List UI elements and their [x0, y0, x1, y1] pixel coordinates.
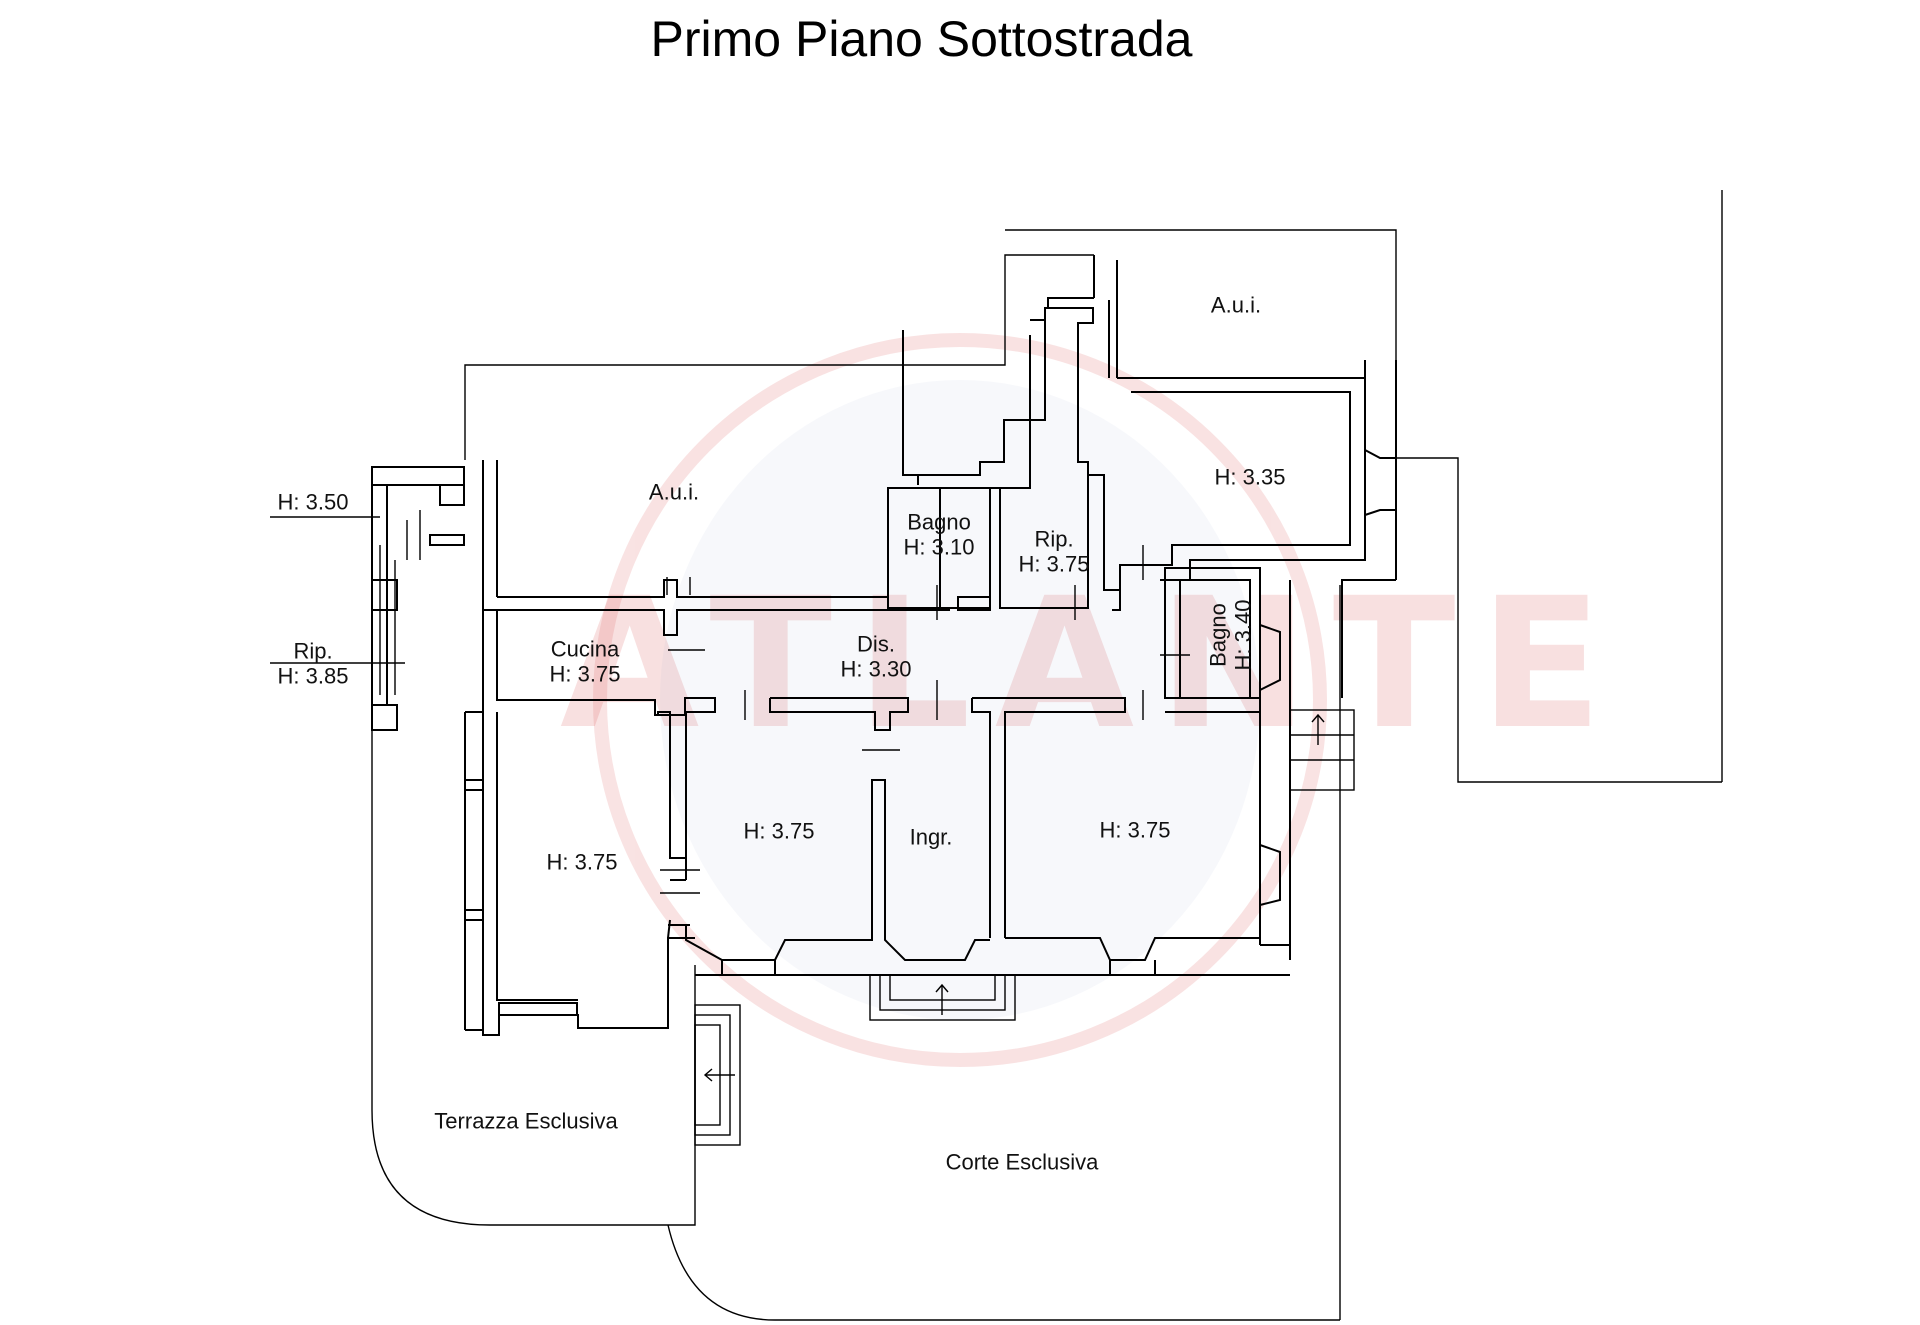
room-left-label: H: 3.75: [546, 849, 618, 875]
courtyard-label: Corte Esclusiva: [945, 1149, 1099, 1175]
site-boundary: [270, 190, 1723, 1321]
room-bagno-2-label: Bagno H: 3.40: [1205, 599, 1256, 671]
side-steps: [1289, 709, 1355, 791]
room-dis-label: Dis. H: 3.30: [840, 631, 912, 682]
entrance-steps: [869, 974, 1016, 1021]
room-ingr-label: Ingr.: [909, 824, 953, 850]
room-right-label: H: 3.75: [1099, 817, 1171, 843]
watermark-logo: ATLANTE: [560, 560, 1627, 769]
room-aui-right-label: A.u.i.: [1210, 292, 1262, 318]
terrace-label: Terrazza Esclusiva: [434, 1108, 618, 1134]
room-rip-left-top-label: H: 3.50: [277, 489, 349, 515]
room-rip-center-label: Rip. H: 3.75: [1018, 526, 1090, 577]
building-walls: [371, 255, 1397, 1036]
room-335-label: H: 3.35: [1214, 464, 1286, 490]
plan-title: Primo Piano Sottostrada: [650, 11, 1193, 67]
room-aui-left-label: A.u.i.: [648, 479, 700, 505]
door-marks: [379, 510, 1190, 894]
terrace-steps: [694, 1004, 741, 1146]
room-cucina-label: Cucina H: 3.75: [549, 636, 621, 687]
room-rip-left-label: Rip. H: 3.85: [277, 638, 349, 689]
room-bagno-1-label: Bagno H: 3.10: [903, 509, 975, 560]
room-mid-label: H: 3.75: [743, 818, 815, 844]
